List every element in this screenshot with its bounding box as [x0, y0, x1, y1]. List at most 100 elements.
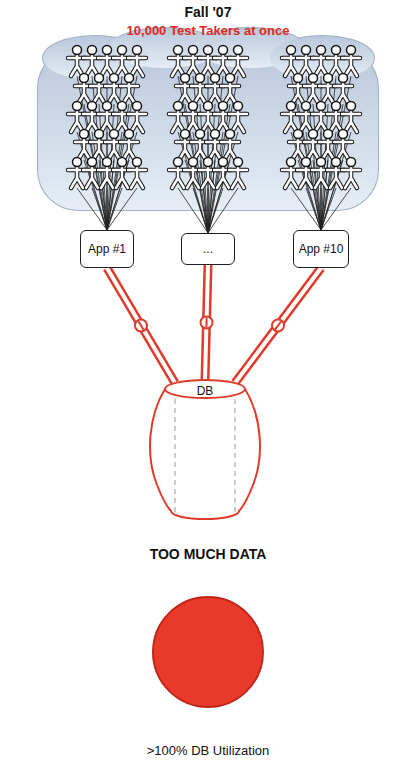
- user-line: [208, 188, 238, 233]
- database-cylinder: DB: [145, 375, 265, 523]
- stick-figure: [289, 74, 307, 105]
- stick-figure: [312, 46, 330, 77]
- stick-figure: [169, 46, 187, 77]
- stick-figure: [68, 46, 86, 77]
- stick-figure: [334, 74, 352, 105]
- stick-figure: [83, 102, 101, 133]
- user-line: [107, 132, 137, 230]
- user-line: [291, 132, 321, 230]
- stick-figure: [128, 158, 146, 189]
- app-server-box: App #10: [293, 230, 349, 268]
- stick-figure: [312, 158, 330, 189]
- user-line: [321, 104, 343, 230]
- stick-figure: [327, 102, 345, 133]
- stick-figure: [312, 102, 330, 133]
- user-line: [107, 76, 108, 230]
- user-line: [92, 188, 107, 230]
- app-server-box: ...: [181, 233, 235, 265]
- node-label: App #1: [88, 242, 126, 256]
- user-line: [208, 188, 209, 233]
- diagram-title: Fall '07: [0, 4, 416, 20]
- stick-figure: [105, 74, 123, 105]
- user-lines: [77, 76, 351, 233]
- stick-figure: [297, 158, 315, 189]
- user-line: [178, 188, 208, 233]
- user-line: [77, 132, 107, 230]
- stick-figure: [334, 130, 352, 161]
- stick-figure: [113, 158, 131, 189]
- stick-figure: [282, 102, 300, 133]
- user-line: [193, 188, 208, 233]
- stick-figure: [98, 158, 116, 189]
- stick-figure: [229, 158, 247, 189]
- user-line: [208, 76, 209, 233]
- stick-figure: [206, 74, 224, 105]
- stick-figure: [214, 102, 232, 133]
- user-line: [321, 188, 322, 230]
- user-line: [291, 188, 321, 230]
- stick-figure: [184, 46, 202, 77]
- stick-figure: [342, 46, 360, 77]
- test-takers: [68, 46, 360, 189]
- stick-figure: [128, 46, 146, 77]
- stick-figure: [221, 130, 239, 161]
- stick-figure: [289, 130, 307, 161]
- stick-figure: [206, 130, 224, 161]
- node-label: DB: [145, 384, 265, 398]
- data-pipe: [235, 268, 321, 383]
- user-line: [107, 104, 129, 230]
- stick-figure: [199, 46, 217, 77]
- stick-figure: [199, 102, 217, 133]
- status-heading: TOO MUCH DATA: [0, 546, 416, 562]
- subtitle: 10,000 Test Takers at once: [0, 23, 416, 38]
- stick-figure: [229, 102, 247, 133]
- stick-figure: [319, 130, 337, 161]
- stick-figure: [214, 158, 232, 189]
- stick-figure: [304, 74, 322, 105]
- stick-figure: [68, 158, 86, 189]
- stick-figure: [319, 74, 337, 105]
- stick-figure: [113, 46, 131, 77]
- stick-figure: [75, 74, 93, 105]
- stick-figure: [191, 130, 209, 161]
- stick-figure: [229, 46, 247, 77]
- stick-figure: [221, 74, 239, 105]
- stick-figure: [113, 102, 131, 133]
- user-line: [321, 132, 351, 230]
- user-line: [107, 188, 137, 230]
- node-label: ...: [203, 242, 213, 256]
- stick-figure: [191, 74, 209, 105]
- user-line: [107, 188, 108, 230]
- stick-figure: [184, 102, 202, 133]
- stick-figure: [98, 102, 116, 133]
- stick-figure: [169, 158, 187, 189]
- stick-figure: [83, 46, 101, 77]
- stick-figure: [342, 102, 360, 133]
- stick-figure: [282, 158, 300, 189]
- stick-figure: [327, 158, 345, 189]
- app-server-box: App #1: [80, 230, 134, 268]
- stick-figure: [184, 158, 202, 189]
- user-line: [107, 188, 122, 230]
- stick-figure: [75, 130, 93, 161]
- stick-figure: [199, 158, 217, 189]
- stick-figure: [176, 130, 194, 161]
- data-pipe: [201, 265, 213, 380]
- utilization-dot: [153, 597, 263, 707]
- user-line: [321, 188, 351, 230]
- stick-figure: [169, 102, 187, 133]
- node-label: App #10: [299, 242, 344, 256]
- user-line: [77, 188, 107, 230]
- stick-figure: [98, 46, 116, 77]
- stick-figure: [128, 102, 146, 133]
- stick-figure: [176, 74, 194, 105]
- user-line: [208, 188, 223, 233]
- stick-figure: [327, 46, 345, 77]
- user-line: [321, 188, 336, 230]
- data-pipe: [107, 268, 175, 383]
- stick-figure: [83, 158, 101, 189]
- stick-figure: [90, 130, 108, 161]
- stick-figure: [304, 130, 322, 161]
- stick-figure: [214, 46, 232, 77]
